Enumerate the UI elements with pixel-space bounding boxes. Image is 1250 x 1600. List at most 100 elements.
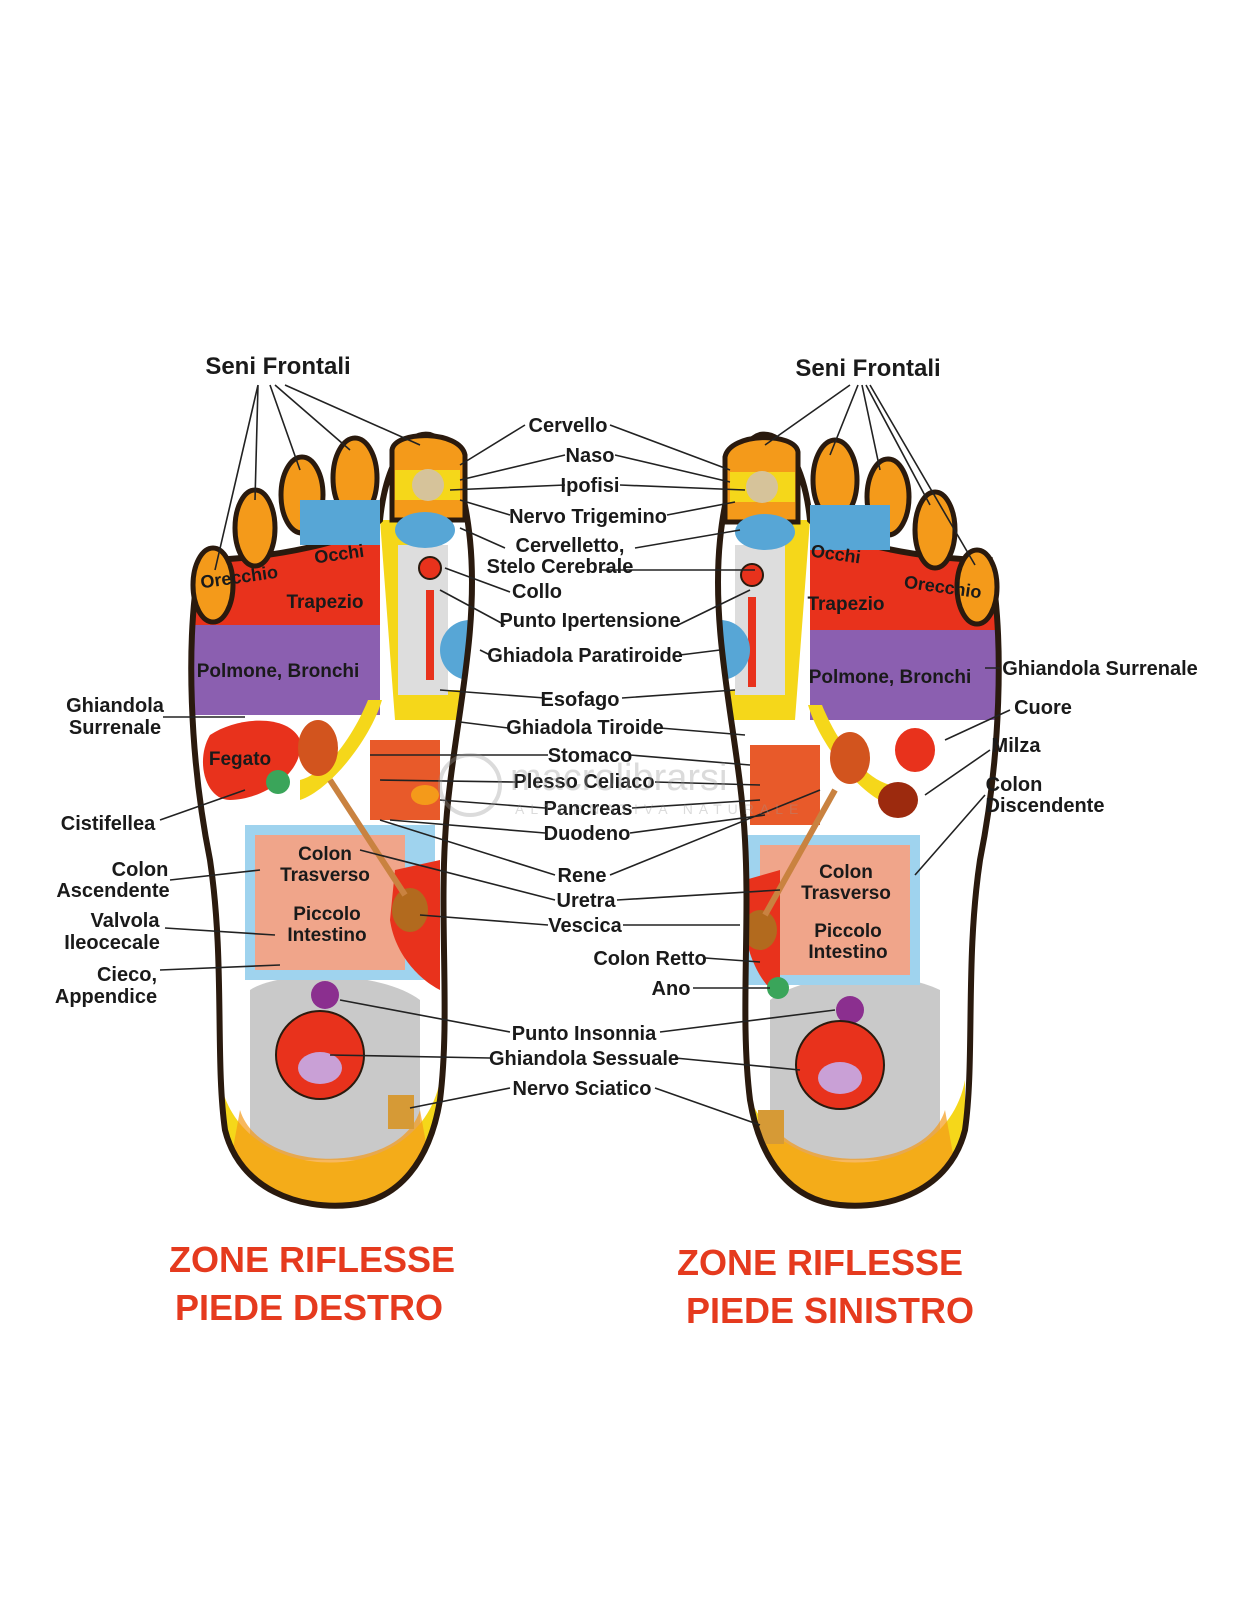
center-labels: Cervello Naso Ipofisi Nervo Trigemino Ce…: [487, 415, 707, 1100]
label-colon-ascendente-2: Ascendente: [56, 880, 169, 902]
toe-4: [232, 487, 278, 569]
inner-piccolo-2: Intestino: [287, 925, 366, 946]
inner-piccolo-1: Piccolo: [293, 904, 361, 925]
label-ghiandola-sessuale: Ghiandola Sessuale: [489, 1048, 679, 1070]
label-ano: Ano: [652, 978, 691, 1000]
label-ipofisi: Ipofisi: [561, 475, 620, 497]
watermark-subtext: ALTERNATIVA NATURALE: [515, 801, 804, 817]
ano-organ: [767, 977, 789, 999]
label-plesso-celiaco: Plesso Celiaco: [513, 771, 654, 793]
label-colon-ascendente-1: Colon: [112, 859, 169, 881]
label-nervo-sciatico: Nervo Sciatico: [513, 1078, 652, 1100]
inner-polmone: Polmone, Bronchi: [809, 667, 972, 688]
polmone-zone: [810, 630, 999, 720]
label-pancreas: Pancreas: [544, 798, 633, 820]
label-esofago: Esofago: [541, 689, 620, 711]
right-foot-labels: Seni Frontali Ghiandola Surrenale Cistif…: [55, 353, 370, 1008]
pancreas-organ: [411, 785, 439, 805]
collo-organ: [740, 563, 764, 587]
uretra-organ: [327, 778, 408, 897]
label-seni-frontali: Seni Frontali: [795, 355, 940, 382]
caption-right-line2: PIEDE DESTRO: [175, 1287, 443, 1328]
label-ghiadola-paratiroide: Ghiadola Paratiroide: [487, 645, 683, 667]
label-vescica: Vescica: [548, 915, 622, 937]
stomaco-organ: [750, 745, 820, 825]
cervelletto-zone: [735, 514, 795, 550]
label-stomaco: Stomaco: [548, 745, 632, 767]
watermark-logo-icon: [438, 753, 502, 817]
captions: ZONE RIFLESSE PIEDE DESTRO ZONE RIFLESSE…: [169, 1239, 974, 1331]
toe-4: [912, 489, 958, 571]
label-rene: Rene: [558, 865, 607, 887]
cuore-organ: [895, 728, 935, 772]
insonnia-point: [836, 996, 864, 1024]
caption-left-line1: ZONE RIFLESSE: [677, 1242, 963, 1283]
caption-right-line1: ZONE RIFLESSE: [169, 1239, 455, 1280]
vescica-organ: [743, 910, 777, 950]
inner-colon-trasverso-2: Trasverso: [280, 865, 370, 886]
ipofisi-zone: [412, 469, 444, 501]
label-cervelletto-1: Cervelletto,: [516, 535, 625, 557]
milza-organ: [878, 782, 918, 818]
watermark: macrolibrarsi ALTERNATIVA NATURALE: [438, 753, 804, 817]
label-ghiandola-surrenale: Ghiandola Surrenale: [1002, 658, 1198, 680]
label-collo: Collo: [512, 581, 562, 603]
label-colon-discendente-1: Colon: [986, 774, 1043, 796]
polmone-zone: [191, 625, 380, 715]
label-colon-retto: Colon Retto: [593, 948, 706, 970]
spine-zone: [730, 520, 810, 720]
inner-colon-trasverso-1: Colon: [819, 862, 873, 883]
label-nervo-trigemino: Nervo Trigemino: [509, 506, 667, 528]
leader-lines: [159, 384, 1011, 1126]
label-cieco-2: Appendice: [55, 986, 157, 1008]
rene-organ: [298, 720, 338, 776]
label-ghiandola-surrenale-2: Surrenale: [69, 717, 161, 739]
esofago-organ: [748, 597, 756, 687]
left-foot: [715, 431, 1002, 1209]
inner-colon-trasverso-2: Trasverso: [801, 883, 891, 904]
label-uretra: Uretra: [557, 890, 617, 912]
inner-polmone: Polmone, Bronchi: [197, 661, 360, 682]
cistifellea-organ: [266, 770, 290, 794]
label-duodeno: Duodeno: [544, 823, 631, 845]
label-cervello: Cervello: [529, 415, 608, 437]
left-foot-labels: Seni Frontali Ghiandola Surrenale Cuore …: [795, 355, 1197, 963]
label-cervelletto-2: Stelo Cerebrale: [487, 556, 634, 578]
inner-trapezio: Trapezio: [807, 594, 884, 615]
label-punto-ipertensione: Punto Ipertensione: [499, 610, 680, 632]
label-cistifellea: Cistifellea: [61, 813, 156, 835]
rene-organ: [830, 732, 870, 784]
occhi-zone: [300, 500, 380, 545]
inner-piccolo-2: Intestino: [808, 942, 887, 963]
occhi-zone: [810, 505, 890, 550]
inner-piccolo-1: Piccolo: [814, 921, 882, 942]
inner-fegato: Fegato: [209, 749, 271, 770]
collo-organ: [418, 556, 442, 580]
ghiandola-inner: [818, 1062, 862, 1094]
vescica-organ: [392, 888, 428, 932]
cervelletto-zone: [395, 512, 455, 548]
label-valvola-1: Valvola: [91, 910, 161, 932]
label-punto-insonnia: Punto Insonnia: [512, 1023, 657, 1045]
label-colon-discendente-2: Discendente: [986, 795, 1105, 817]
label-cuore: Cuore: [1014, 697, 1072, 719]
watermark-text: macrolibrarsi: [510, 757, 727, 799]
label-seni-frontali: Seni Frontali: [205, 353, 350, 380]
insonnia-point: [311, 981, 339, 1009]
esofago-organ: [426, 590, 434, 680]
uretra-organ: [762, 788, 838, 917]
ghiandola-inner: [298, 1052, 342, 1084]
caption-left-line2: PIEDE SINISTRO: [686, 1290, 974, 1331]
label-valvola-2: Ileocecale: [64, 932, 160, 954]
sciatico-organ: [388, 1095, 414, 1129]
label-ghiadola-tiroide: Ghiadola Tiroide: [506, 717, 663, 739]
toe-5: [190, 545, 236, 625]
toe-5: [954, 547, 1000, 627]
label-cieco-1: Cieco,: [97, 964, 157, 986]
inner-colon-trasverso-1: Colon: [298, 844, 352, 865]
label-milza: Milza: [992, 735, 1042, 757]
ipofisi-zone: [746, 471, 778, 503]
right-foot: [188, 431, 475, 1209]
